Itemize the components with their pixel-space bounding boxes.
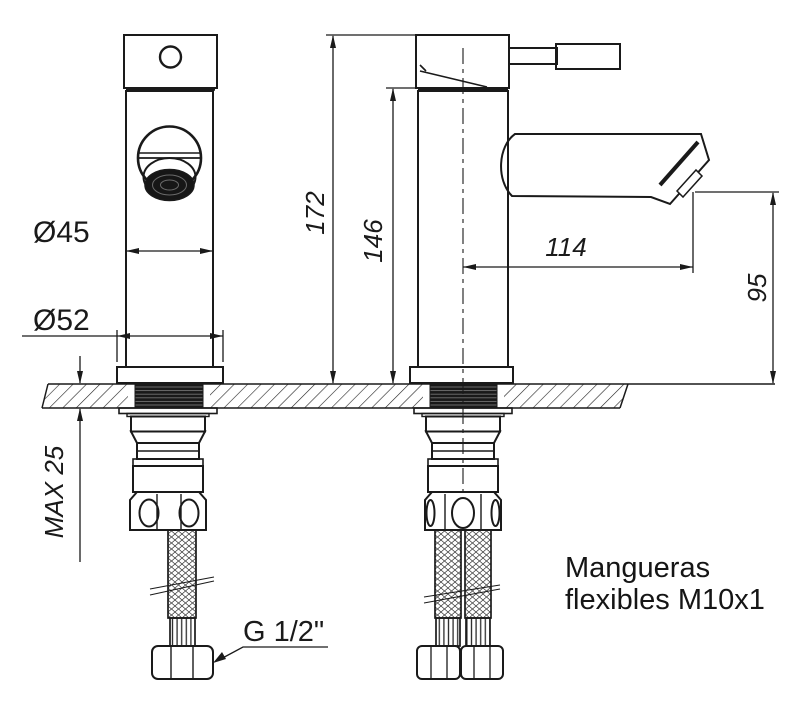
side-cap-detail-line [419,64,488,88]
dim-spout-reach: 114 [463,192,694,273]
front-hose [149,529,215,680]
threaded-shank-front [134,384,204,408]
dim-upper-body-height: 146 [358,87,418,384]
front-hose-ferrule [169,617,196,647]
side-lock-nut-hole-right [490,499,501,527]
handle-lever [508,43,621,70]
side-hex-nut-left [416,645,461,680]
spout-aerator-slot [675,168,704,199]
side-mounting-hardware [413,407,513,531]
side-hex-nut-right [460,645,504,680]
front-nut-body [132,465,204,493]
front-mounting-hardware [118,407,218,531]
front-body [125,90,214,368]
lever-stem [508,47,558,65]
dim-body-diameter: Ø45 [33,216,213,254]
front-hose-hex-nut [151,645,214,680]
dimensions: 172 146 114 95 [22,34,779,663]
spout-cut-shadow [658,140,700,187]
hose-note-line2: flexibles M10x1 [565,584,765,616]
countertop-left-edge [41,383,49,409]
dim-spout-reach-label: 114 [545,232,586,262]
front-lock-nut [129,491,207,531]
side-lock-nut-hole-left [425,499,436,527]
dim-spout-height: 95 [695,191,779,384]
front-shank-collar [130,415,206,433]
dim-base-diameter: Ø52 [22,304,224,362]
aerator-face [144,168,195,202]
aerator-texture-1 [152,174,187,196]
front-base [116,366,224,384]
countertop-right-edge [619,383,629,409]
front-shank-taper [129,430,207,444]
hose-note: Mangueras flexibles M10x1 [565,552,765,616]
front-cap [123,34,218,89]
callout-hose-thread-label: G 1/2" [243,616,324,648]
dim-body-diameter-label: Ø45 [33,216,90,249]
front-hose-braid [167,529,197,619]
front-view [116,34,224,680]
countertop-section [41,383,775,409]
side-hoses [416,529,504,680]
side-hose-braid-right [464,529,492,619]
dim-total-height: 172 [300,34,416,384]
front-lock-nut-hole-left [138,498,160,528]
front-nut-top [132,458,204,467]
lever-grip [555,43,621,70]
spout-outline [500,133,711,206]
dim-max-counter: MAX 25 [39,356,83,562]
dim-base-diameter-label: Ø52 [33,304,90,337]
side-view [409,34,711,680]
front-handle-hole [158,45,183,69]
aerator-texture-2 [160,179,179,191]
dim-upper-body-height-label: 146 [358,219,388,263]
side-hose-ferrule-right [465,617,491,647]
hose-note-line1: Mangueras [565,552,710,584]
side-hose-braid-left [434,529,462,619]
callout-hose-thread: G 1/2" [213,616,328,663]
side-base [409,366,514,384]
dim-spout-height-label: 95 [742,273,772,302]
spout [500,133,711,206]
dim-total-height-label: 172 [300,191,330,235]
side-hose-ferrule-left [435,617,461,647]
front-hose-break-mark [149,576,215,596]
side-lock-nut [424,491,502,531]
dim-max-counter-label: MAX 25 [39,445,69,538]
side-hose-break-mark [423,584,501,604]
front-lock-nut-hole-right [178,498,200,528]
side-lock-nut-hole-center [451,497,475,529]
aerator [136,125,203,202]
